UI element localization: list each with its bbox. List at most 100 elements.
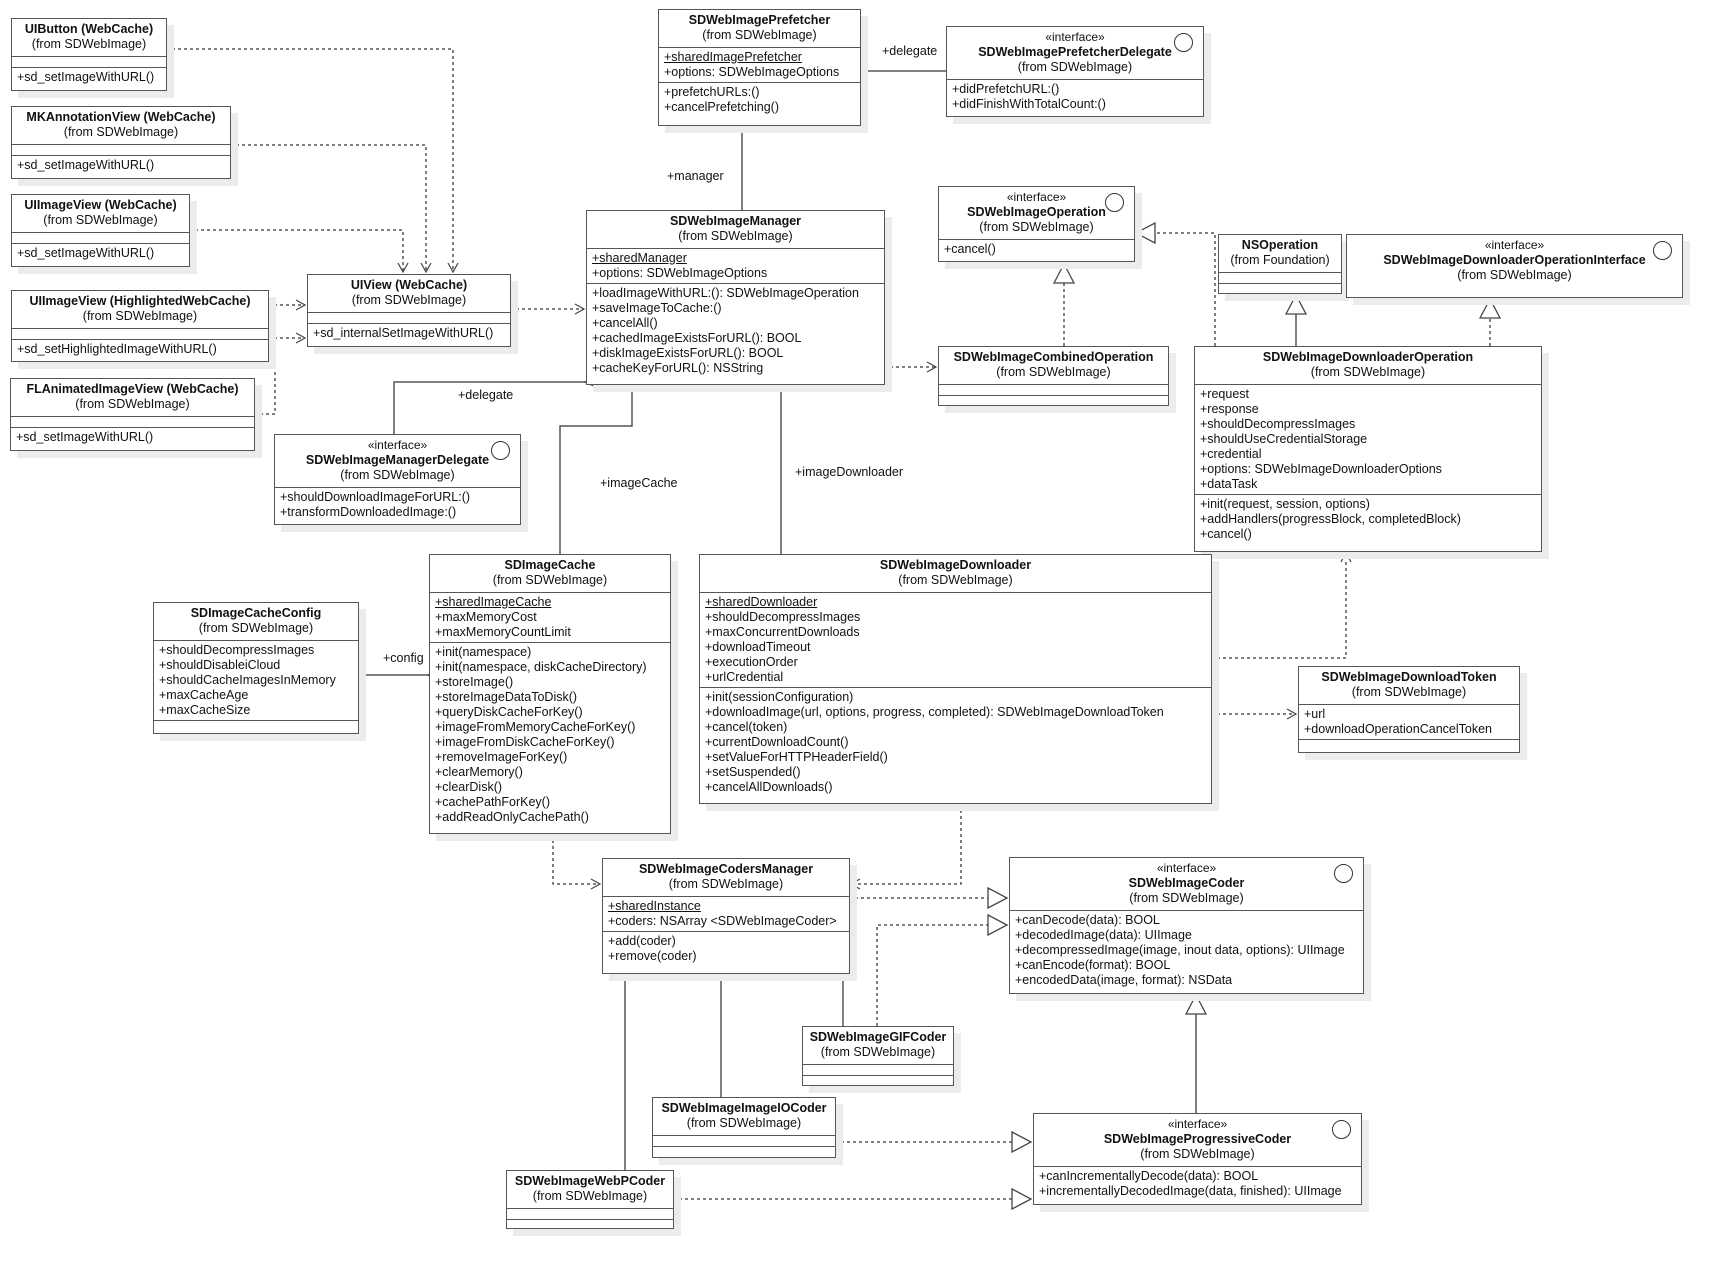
interface-sdwebimageoperation[interactable]: «interface»SDWebImageOperation(from SDWe… [938,186,1135,262]
class-package: (from SDWebImage) [340,468,455,482]
class-name: SDWebImageWebPCoder [514,1174,666,1188]
class-uibutton-webcache[interactable]: UIButton (WebCache)(from SDWebImage) +sd… [11,18,167,91]
methods-section: +init(namespace) +init(namespace, diskCa… [430,642,670,827]
class-package: (from SDWebImage) [492,573,608,587]
class-sdwebimagemanager[interactable]: SDWebImageManager(from SDWebImage) +shar… [586,210,885,385]
interface-circle-icon [1174,33,1193,52]
interface-sdwebimageprogressivecoder[interactable]: «interface»SDWebImageProgressiveCoder(fr… [1033,1113,1362,1205]
attribute: +maxConcurrentDownloads [705,625,860,639]
method: +didFinishWithTotalCount:() [952,97,1106,111]
class-sdwebimagecodersmanager[interactable]: SDWebImageCodersManager(from SDWebImage)… [602,858,850,974]
interface-circle-icon [1105,193,1124,212]
attribute: +response [1200,402,1259,416]
class-uiimageview-highlightedwebcache[interactable]: UIImageView (HighlightedWebCache)(from S… [11,290,269,362]
class-package: (from SDWebImage) [686,1116,802,1130]
attribute: +shouldDecompressImages [705,610,861,624]
method: +sd_setImageWithURL() [16,430,154,444]
method: +sd_setImageWithURL() [17,246,155,260]
methods-section: +sd_setImageWithURL() [12,67,166,87]
class-package: (from SDWebImage) [820,1045,936,1059]
manager-delegate-role-label: +delegate [458,388,514,402]
attribute: +options: SDWebImageDownloaderOptions [1200,462,1442,476]
class-name: UIImageView (WebCache) [24,198,177,212]
class-name: FLAnimatedImageView (WebCache) [26,382,239,396]
interface-sdwebimageprefetcherdelegate[interactable]: «interface»SDWebImagePrefetcherDelegate(… [946,26,1204,117]
class-name: SDWebImageDownloaderOperationInterface [1383,253,1646,267]
stereotype: «interface» [1156,861,1217,875]
methods-section: +canIncrementallyDecode(data): BOOL +inc… [1034,1166,1361,1201]
class-package: (from SDWebImage) [63,125,179,139]
class-sdwebimageprefetcher[interactable]: SDWebImagePrefetcher(from SDWebImage) +s… [658,9,861,126]
interface-sdwebimagemanagerdelegate[interactable]: «interface»SDWebImageManagerDelegate(fro… [274,434,521,525]
attribute: +sharedImagePrefetcher [664,50,802,64]
method: +addReadOnlyCachePath() [435,810,589,824]
method: +saveImageToCache:() [592,301,722,315]
class-sdimagecache[interactable]: SDImageCache(from SDWebImage) +sharedIma… [429,554,671,834]
class-sdwebimagedownloaderoperation[interactable]: SDWebImageDownloaderOperation(from SDWeb… [1194,346,1542,552]
class-sdwebimagecombinedoperation[interactable]: SDWebImageCombinedOperation(from SDWebIm… [938,346,1169,406]
class-name: SDWebImageProgressiveCoder [1103,1132,1292,1146]
attributes-section [653,1135,835,1146]
method: +shouldDownloadImageForURL:() [280,490,471,504]
method: +clearDisk() [435,780,503,794]
class-package: (from SDWebImage) [43,213,158,227]
attribute: +sharedInstance [608,899,701,913]
methods-section: +sd_setImageWithURL() [11,427,254,447]
attributes-section [308,312,510,323]
attribute: +shouldDisableiCloud [159,658,281,672]
method: +canIncrementallyDecode(data): BOOL [1039,1169,1259,1183]
method: +diskImageExistsForURL(): BOOL [592,346,784,360]
class-sdwebimagedownloader[interactable]: SDWebImageDownloader(from SDWebImage) +s… [699,554,1212,804]
class-sdwebimageimageiocoder[interactable]: SDWebImageImageIOCoder(from SDWebImage) [652,1097,836,1158]
class-package: (from Foundation) [1230,253,1330,267]
class-name: SDWebImageCodersManager [638,862,814,876]
method: +cancelAllDownloads() [705,780,833,794]
attributes-section [11,416,254,427]
class-sdimagecacheconfig[interactable]: SDImageCacheConfig(from SDWebImage) +sho… [153,602,359,734]
methods-section [507,1219,673,1230]
attribute: +maxMemoryCost [435,610,537,624]
interface-sdwebimagedownloaderoperationinterface[interactable]: «interface»SDWebImageDownloaderOperation… [1346,234,1683,298]
class-sdwebimagedownloadtoken[interactable]: SDWebImageDownloadToken(from SDWebImage)… [1298,666,1520,753]
attributes-section: +url +downloadOperationCancelToken [1299,704,1519,739]
method: +loadImageWithURL:(): SDWebImageOperatio… [592,286,859,300]
class-package: (from SDWebImage) [1129,891,1244,905]
method: +imageFromDiskCacheForKey() [435,735,615,749]
method: +init(request, session, options) [1200,497,1370,511]
method: +cachePathForKey() [435,795,550,809]
class-mkannotationview-webcache[interactable]: MKAnnotationView (WebCache)(from SDWebIm… [11,106,231,179]
class-package: (from SDWebImage) [31,37,147,51]
methods-section: +loadImageWithURL:(): SDWebImageOperatio… [587,283,884,378]
class-name: SDWebImageCombinedOperation [953,350,1154,364]
method: +canEncode(format): BOOL [1015,958,1171,972]
methods-section [803,1075,953,1086]
method: +clearMemory() [435,765,523,779]
method: +addHandlers(progressBlock, completedBlo… [1200,512,1461,526]
class-package: (from SDWebImage) [1457,268,1572,282]
class-package: (from SDWebImage) [996,365,1111,379]
class-name: SDWebImageManagerDelegate [305,453,490,467]
stereotype: «interface» [367,438,428,452]
method: +prefetchURLs:() [664,85,760,99]
method: +downloadImage(url, options, progress, c… [705,705,1164,719]
attribute: +downloadOperationCancelToken [1304,722,1492,736]
stereotype: «interface» [1045,30,1105,44]
attribute: +url [1304,707,1326,721]
image-downloader-role-label: +imageDownloader [795,465,904,479]
class-sdwebimagegifcoder[interactable]: SDWebImageGIFCoder(from SDWebImage) [802,1026,954,1086]
class-name: UIImageView (HighlightedWebCache) [29,294,251,308]
class-package: (from SDWebImage) [198,621,314,635]
class-uiimageview-webcache[interactable]: UIImageView (WebCache)(from SDWebImage) … [11,194,190,267]
class-nsoperation[interactable]: NSOperation(from Foundation) [1218,234,1342,294]
interface-sdwebimagecoder[interactable]: «interface»SDWebImageCoder(from SDWebIma… [1009,857,1364,994]
method: +cancel(token) [705,720,788,734]
attributes-section: +shouldDecompressImages +shouldDisableiC… [154,640,358,720]
class-package: (from SDWebImage) [532,1189,648,1203]
class-uiview-webcache[interactable]: UIView (WebCache)(from SDWebImage) +sd_i… [307,274,511,347]
attributes-section: +sharedManager +options: SDWebImageOptio… [587,248,884,283]
method: +cancelPrefetching() [664,100,779,114]
class-flanimatedimageview-webcache[interactable]: FLAnimatedImageView (WebCache)(from SDWe… [10,378,255,451]
class-sdwebimagewebpcoder[interactable]: SDWebImageWebPCoder(from SDWebImage) [506,1170,674,1229]
method: +sd_setHighlightedImageWithURL() [17,342,217,356]
